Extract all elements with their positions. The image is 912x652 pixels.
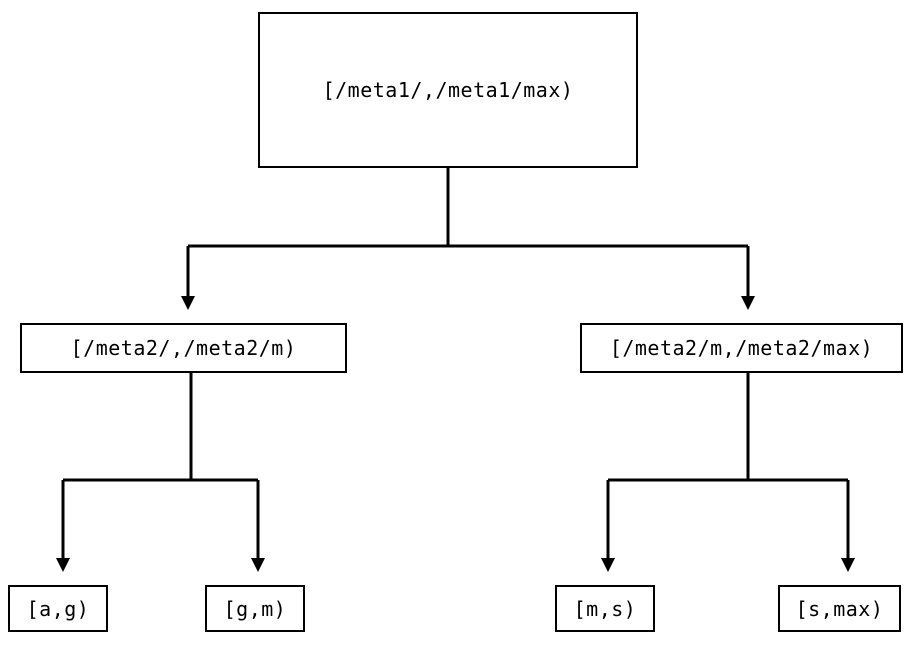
arrowhead-to-mid-left-icon bbox=[181, 296, 195, 310]
arrowhead-to-leaf-3-icon bbox=[841, 558, 855, 572]
tree-node-mid-left-label: [/meta2/,/meta2/m) bbox=[70, 336, 297, 360]
tree-node-leaf-2-label: [m,s) bbox=[573, 596, 637, 621]
arrowhead-to-leaf-0-icon bbox=[56, 558, 70, 572]
tree-node-leaf-1-label: [g,m) bbox=[223, 596, 287, 621]
arrowhead-to-leaf-1-icon bbox=[251, 558, 265, 572]
tree-node-leaf-0-label: [a,g) bbox=[26, 596, 90, 621]
tree-node-leaf-0[interactable]: [a,g) bbox=[8, 585, 108, 632]
tree-node-root[interactable]: [/meta1/,/meta1/max) bbox=[258, 12, 638, 168]
tree-node-mid-right[interactable]: [/meta2/m,/meta2/max) bbox=[580, 323, 903, 373]
tree-node-leaf-3[interactable]: [s,max) bbox=[778, 585, 901, 632]
arrowhead-to-mid-right-icon bbox=[741, 296, 755, 310]
tree-node-root-label: [/meta1/,/meta1/max) bbox=[322, 78, 574, 102]
tree-node-leaf-3-label: [s,max) bbox=[795, 596, 884, 621]
arrowhead-to-leaf-2-icon bbox=[601, 558, 615, 572]
tree-node-mid-right-label: [/meta2/m,/meta2/max) bbox=[609, 336, 874, 360]
arrowheads-layer bbox=[56, 296, 855, 572]
tree-node-leaf-1[interactable]: [g,m) bbox=[205, 585, 305, 632]
tree-node-mid-left[interactable]: [/meta2/,/meta2/m) bbox=[20, 323, 347, 373]
tree-node-leaf-2[interactable]: [m,s) bbox=[555, 585, 655, 632]
